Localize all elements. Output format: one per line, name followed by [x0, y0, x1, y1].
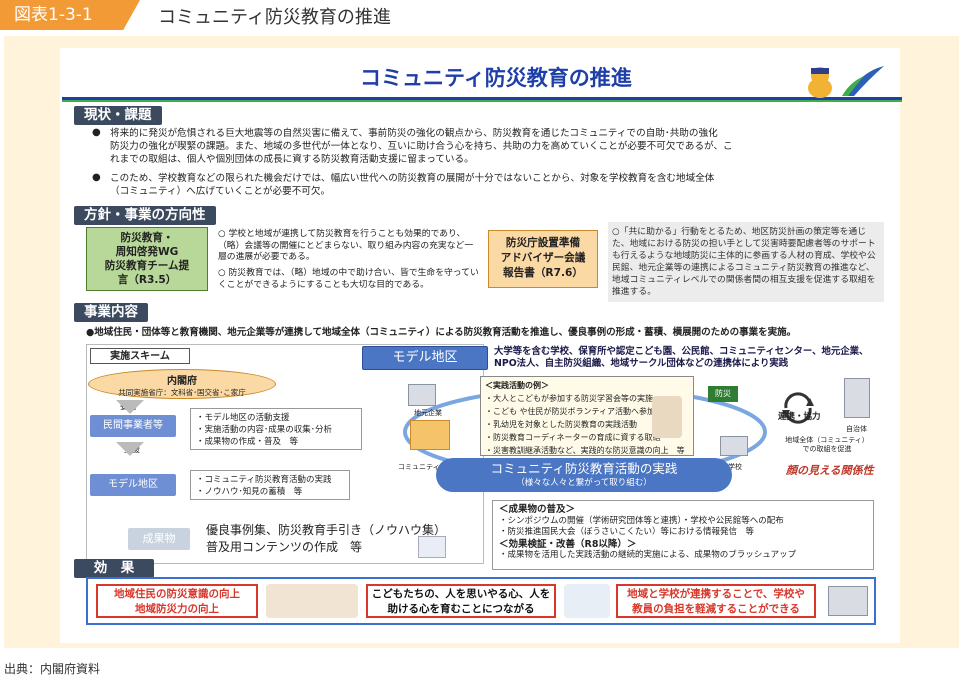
status-text-1: 将来的に発災が危惧される巨大地震等の自然災害に備えて、事前防災の強化の観点から、… — [110, 127, 880, 166]
cooperation-label: 連携・協力 — [778, 412, 821, 422]
figure-label: 図表1-3-1 — [0, 0, 140, 30]
title-underline — [62, 97, 902, 100]
section-policy-tag: 方針・事業の方向性 — [74, 206, 216, 225]
main-title: コミュニティ防災教育の推進 — [360, 66, 632, 90]
task-item: ・ノウハウ･知見の蓄積 等 — [196, 487, 303, 497]
bullet-dot: ● — [92, 172, 101, 183]
school-building — [720, 436, 748, 456]
effect-2: こどもたちの、人を思いやる心、人を 助ける心を育むことにつながる — [366, 584, 556, 618]
example-item: ・こども や住民が防災ボランティア活動へ参加 — [485, 407, 656, 416]
examples-title: ＜実践活動の例＞ — [485, 381, 549, 390]
example-item: ・大人とこどもが参加する防災学習会等の実施 — [485, 394, 653, 403]
status-line-2: 防災力の強化が喫緊の課題。また、地域の多世代が一体となり、互いに助け合う心を持ち… — [110, 141, 733, 152]
spread-box: ＜成果物の普及＞ ・シンポジウムの開催（学術研究団体等と連携）・学校や公民館等へ… — [492, 500, 874, 570]
status-text-2: このため、学校教育などの限られた機会だけでは、幅広い世代への防災教育の展開が十分… — [110, 172, 880, 198]
co-ministries-label: 共同実施省庁：文科省･国交省･こ家庁 — [118, 388, 246, 397]
section-effect-tag: 効 果 — [74, 559, 154, 578]
self-government-label: 自治体 — [846, 425, 867, 433]
figure-title: コミュニティ防災教育の推進 — [158, 7, 391, 28]
task-item: ・実施活動の内容･成果の収集･分析 — [196, 425, 333, 435]
teacher-illustration — [418, 536, 446, 558]
bousai-mascot-logo — [808, 66, 884, 98]
practice-ellipse: コミュニティ防災教育活動の実践 （様々な人々と繋がって取り組む） — [436, 458, 732, 492]
local-company-label: 地元企業 — [414, 409, 442, 417]
title-underline-green — [62, 100, 902, 102]
model-area-header: モデル地区 — [362, 346, 488, 370]
advisor-report-box: 防災庁設置準備 アドバイザー会議 報告書（R7.6） — [488, 230, 598, 288]
effect-1: 地域住民の防災意識の向上 地域防災力の向上 — [96, 584, 258, 618]
bousai-sign: 防災 — [708, 386, 738, 402]
school-illustration — [828, 586, 868, 616]
status-line-4: このため、学校教育などの限られた機会だけでは、幅広い世代への防災教育の展開が十分… — [110, 173, 715, 184]
task-item: ・コミュニティ防災教育活動の実践 — [196, 475, 332, 485]
source-note: 出典：内閣府資料 — [4, 662, 101, 676]
cabinet-office-ellipse: 内閣府 共同実施省庁：文科省･国交省･こ家庁 — [88, 369, 276, 399]
outputs-text: 優良事例集、防災教育手引き（ノウハウ集） 普及用コンテンツの作成 等 — [206, 523, 447, 554]
verify-title: ＜効果検証・改善（R8以降）＞ — [499, 538, 637, 550]
entrust-arrow — [116, 400, 144, 414]
contractor-tasks: ・モデル地区の活動支援 ・実施活動の内容･成果の収集･分析 ・成果物の作成・普及… — [190, 408, 362, 450]
status-line-1: 将来的に発災が危惧される巨大地震等の自然災害に備えて、事前防災の強化の観点から、… — [110, 128, 718, 139]
family-group-illustration — [266, 584, 358, 618]
status-line-3: れまでの取組は、個人や個別団体の成長に資する防災教育活動支援に留まっている。 — [110, 154, 474, 165]
faces-label: 顔の見える関係性 — [786, 464, 874, 477]
verify-item: ・成果物を活用した実践活動の継続的実施による、成果物のブラッシュアップ — [499, 550, 797, 560]
example-item: ・乳幼児を対象とした防災教育の実践活動 — [485, 420, 637, 429]
business-lead: ●地域住民・団体等と教育機関、地元企業等が連携して地域全体（コミュニティ）による… — [86, 327, 797, 338]
practice-sublabel: （様々な人々と繋がって取り組む） — [516, 478, 652, 488]
practice-label: コミュニティ防災教育活動の実践 — [490, 461, 678, 476]
status-line-5: （コミュニティ）へ広げていくことが必要不可欠。 — [110, 186, 331, 197]
family-illustration — [652, 396, 682, 438]
policy-note-1: ○ 学校と地域が連携して防災教育を行うことも効果的であり、（略）会議等の開催にと… — [218, 229, 474, 262]
outputs-label: 成果物 — [128, 528, 190, 550]
community-center-label: コミュニティセンター — [398, 463, 468, 471]
cycle-arrows-icon — [782, 392, 814, 424]
spread-item: ・防災推進国民大会（ぼうさいこくたい）等における情報発信 等 — [499, 527, 755, 537]
example-item: ・防災教育コーディネーターの育成に資する取組 — [485, 433, 661, 442]
community-center-building — [410, 420, 450, 450]
cabinet-office-label: 内閣府 — [167, 376, 197, 387]
section-business-tag: 事業内容 — [74, 303, 148, 322]
spread-title: ＜成果物の普及＞ — [499, 504, 576, 515]
task-item: ・成果物の作成・普及 等 — [196, 437, 299, 447]
model-area-small-box: モデル地区 — [90, 474, 176, 496]
support-arrow — [116, 442, 144, 456]
example-item: ・災害教訓継承活動など、実践的な防災意識の向上 等 — [485, 446, 685, 455]
school-label: 学校 — [728, 463, 742, 471]
policy-note-3: ○「共に助かる」行動をとるため、地区防災計画の策定等を通じた、地域における防災の… — [608, 222, 884, 302]
participants-text: 大学等を含む学校、保育所や認定こども園、公民館、コミュニティセンター、地元企業、… — [494, 346, 869, 369]
local-company-building — [408, 384, 436, 406]
policy-note-2: ○ 防災教育では、（略）地域の中で助け合い、皆で生命を守っていくことができるよう… — [218, 268, 479, 290]
children-illustration — [564, 584, 610, 618]
spread-item: ・シンポジウムの開催（学術研究団体等と連携）・学校や公民館等への配布 — [499, 515, 784, 526]
task-item: ・モデル地区の活動支援 — [196, 413, 290, 423]
contractor-box: 民間事業者等 — [90, 415, 176, 437]
bullet-dot: ● — [92, 127, 101, 138]
section-status-tag: 現状・課題 — [74, 106, 162, 125]
scheme-label: 実施スキーム — [90, 348, 190, 364]
effect-3: 地域と学校が連携することで、学校や 教員の負担を軽減することができる — [616, 584, 816, 618]
community-whole-label: 地域全体（コミュニティ） での取組を促進 — [785, 436, 869, 453]
wg-proposal-box: 防災教育・ 周知啓発WG 防災教育チーム提 言（R3.5） — [86, 227, 208, 291]
self-government-building — [844, 378, 870, 418]
model-tasks: ・コミュニティ防災教育活動の実践 ・ノウハウ･知見の蓄積 等 — [190, 470, 350, 500]
